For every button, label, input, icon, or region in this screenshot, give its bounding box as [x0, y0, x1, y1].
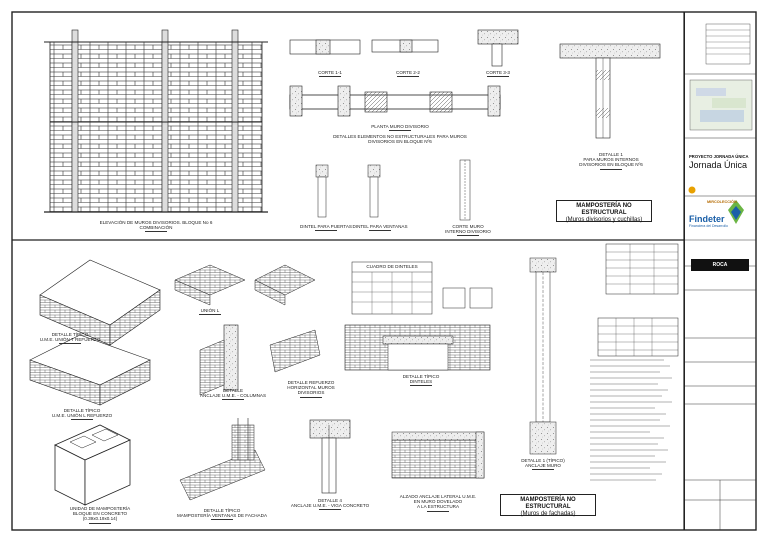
label-ventanas-fachada: DETALLE TÍPICO MAMPOSTERÍA VENTANAS DE F… [172, 508, 272, 521]
label-dintel-puertas: DINTEL PARA PUERTAS [296, 224, 356, 232]
title-lower-main: MAMPOSTERÍA NO ESTRUCTURAL [520, 497, 576, 510]
dinteles-small [315, 159, 471, 221]
label-alzado: ALZADO ANCLAJE LATERAL U.M.E. EN MURO DO… [388, 494, 488, 512]
label-detalles-elementos: DETALLES ELEMENTOS NO ESTRUCTURALES PARA… [333, 134, 467, 145]
planta-muro [289, 85, 501, 117]
label-corte-3: CORTE 3-3 [468, 70, 528, 78]
title-upper: MAMPOSTERÍA NO ESTRUCTURAL (Muros diviso… [556, 200, 652, 223]
unidad-bloque [54, 424, 131, 506]
title-block: PROYECTO JORNADA ÚNICA Jornada Única MIR… [684, 12, 756, 530]
label-union-l: UNIÓN L [190, 308, 230, 316]
label-refuerzo-horizontal: DETALLE REFUERZO HORIZONTAL MUROS DIVISO… [276, 380, 346, 398]
title-lower: MAMPOSTERÍA NO ESTRUCTURAL (Muros de fac… [500, 494, 596, 517]
label-anclaje-muro: DETALLE 1 (TÍPICO) ANCLAJE MURO [510, 458, 576, 471]
alzado-anclaje [391, 431, 485, 479]
ventanas-fachada [179, 418, 266, 501]
cuadro-dinteles [351, 261, 493, 315]
isometric-walls [29, 259, 161, 406]
jornada-unica: Jornada Única [689, 160, 748, 170]
findeter-logo: Findeter [689, 214, 725, 224]
union-l-isometric [174, 264, 316, 306]
label-dinteles: DETALLE TÍPICO DINTELES [396, 374, 446, 387]
anclaje-columna [199, 324, 321, 396]
label-elevacion: ELEVACIÓN DE MUROS DIVISORIOS. BLOQUE No… [86, 220, 226, 233]
colegio-label: MIRCOLECCIÓN [707, 200, 737, 204]
label-dintel-ventanas: DINTEL PARA VENTANAS [350, 224, 410, 232]
label-cuadro-dinteles: CUADRO DE DINTELES [366, 264, 418, 269]
title-upper-main: MAMPOSTERÍA NO ESTRUCTURAL [576, 203, 632, 216]
firm-logo: ROCA [691, 259, 749, 271]
label-det-union-l: DETALLE TÍPICO U.M.E. UNIÓN L REFUERZO [42, 408, 122, 421]
label-detalle-4: DETALLE 4 ANCLAJE U.M.E. - VIGA CONCRETO [290, 498, 370, 511]
label-corte-1: CORTE 1-1 [300, 70, 360, 78]
notes-tables [590, 243, 679, 481]
label-corte-muro: CORTE MURO INTERNO DIVISORIO [436, 224, 500, 237]
dinteles-elevation [344, 324, 491, 371]
label-unidad: UNIDAD DE MAMPOSTERÍA BLOQUE EN CONCRETO… [50, 506, 150, 524]
anclaje-muro-vertical [529, 257, 557, 455]
title-upper-sub: (Muros divisorios y cuchillas) [565, 217, 643, 223]
project-label: PROYECTO JORNADA ÚNICA [689, 154, 749, 159]
label-corte-2: CORTE 2-2 [378, 70, 438, 78]
label-anclaje-columnas: DETALLE ANCLAJE U.M.E. - COLUMNAS [198, 388, 268, 401]
cortes [289, 29, 519, 67]
detalle-4-viga [309, 419, 351, 494]
label-detalle-1-upper: DETALLE 1 PARA MUROS INTERNOS DIVISORIOS… [566, 152, 656, 170]
label-det-union-t: DETALLE TÍPICO U.M.E. UNIÓN T REFUERZO [30, 332, 110, 345]
findeter-sub: Financiera del Desarrollo [689, 224, 728, 228]
label-planta: PLANTA MURO DIVISORIO [350, 124, 450, 132]
title-lower-sub: (Muros de fachadas) [520, 511, 576, 517]
detalle-1-upper [559, 43, 661, 139]
elevation-wall [44, 29, 268, 213]
